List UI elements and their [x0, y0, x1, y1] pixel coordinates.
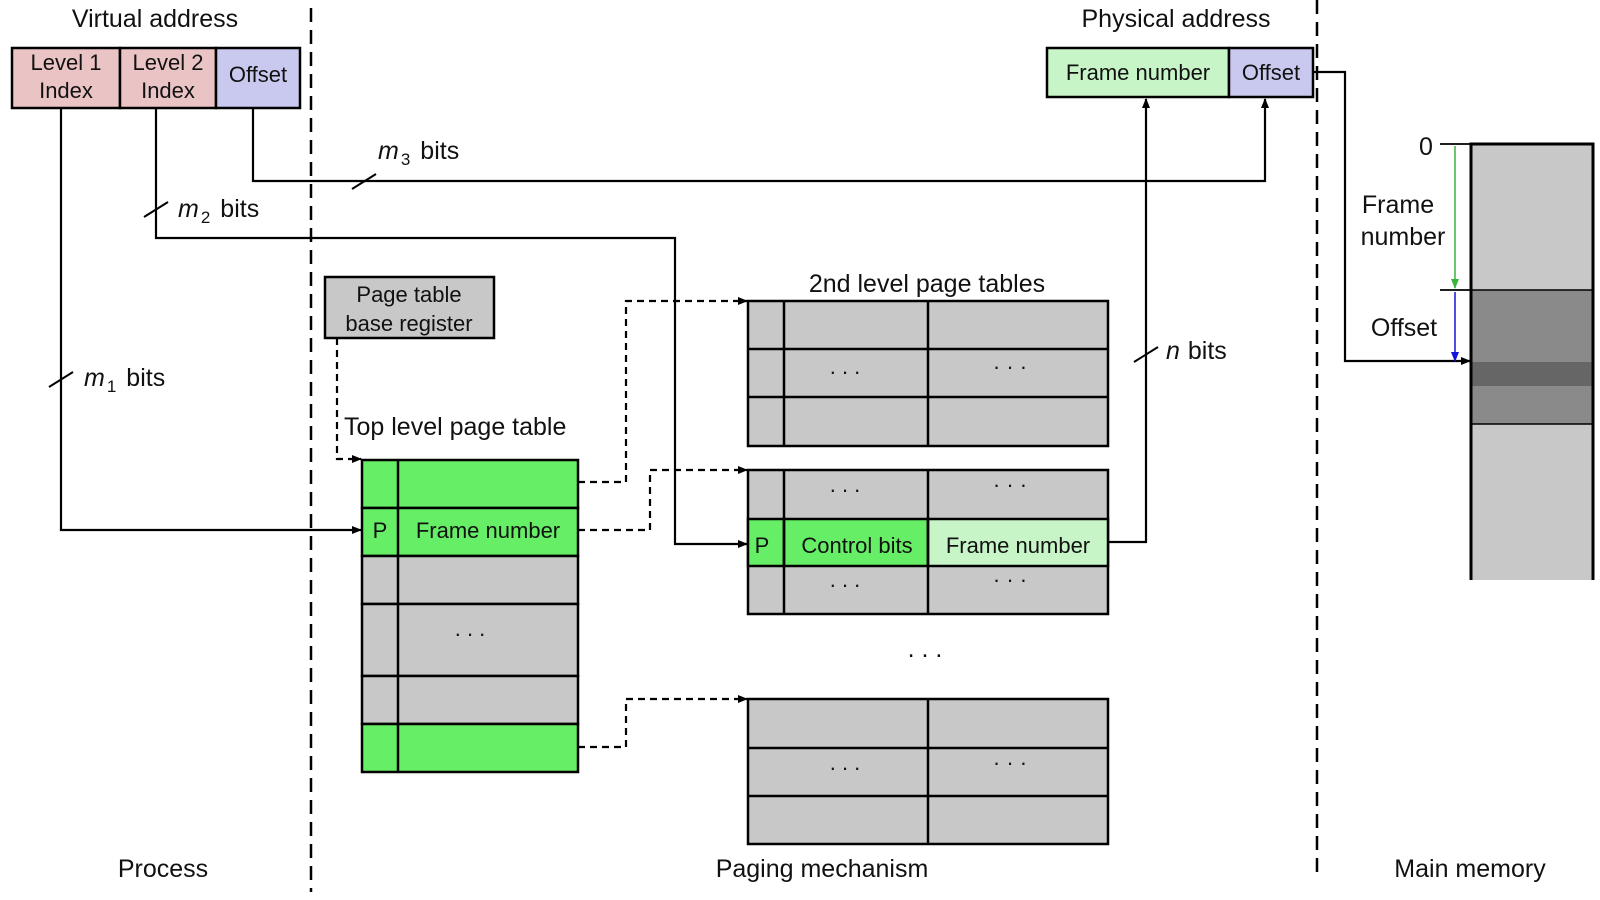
top-frame-number: Frame number	[416, 518, 560, 543]
top-row-3	[360, 554, 580, 606]
m2-tick	[143, 201, 169, 218]
top-row-1	[360, 458, 580, 510]
pa-offset-label: Offset	[1242, 60, 1300, 85]
table1-ellipsis-right: · · ·	[993, 354, 1027, 379]
pointer-to-table-2	[578, 466, 748, 532]
physical-address-title: Physical address	[1082, 5, 1271, 33]
level2-index-arrow-m2	[154, 108, 748, 548]
top-row-5	[360, 674, 580, 726]
memory-frame	[1471, 290, 1593, 424]
table2-ellipsis-bottom-left: . . .	[830, 567, 861, 592]
table2-ellipsis-top-right: · · ·	[993, 472, 1027, 497]
ptbr-label-2: base register	[345, 311, 472, 336]
frame-number-arrow-n	[1108, 98, 1150, 544]
table3-ellipsis-right: · · ·	[993, 750, 1027, 775]
memory-frame-label-1: Frame	[1362, 191, 1434, 219]
table3-ellipsis-left: . . .	[830, 750, 861, 775]
memory-offset-label: Offset	[1371, 314, 1437, 342]
pointer-to-table-3	[578, 695, 748, 749]
offset-arrow-m3	[251, 98, 1269, 183]
table2-frame-number: Frame number	[946, 533, 1090, 558]
section-paging-mechanism: Paging mechanism	[716, 855, 929, 883]
table2-present-cell	[746, 517, 786, 568]
physical-address-register: Frame number Offset	[1045, 46, 1315, 99]
section-main-memory: Main memory	[1394, 855, 1546, 883]
table2-ellipsis-top-left: . . .	[830, 472, 861, 497]
top-level-table-title: Top level page table	[344, 413, 566, 441]
table2-frame-number-cell	[926, 517, 1110, 568]
page-table-base-register: Page table base register	[323, 275, 496, 340]
pa-frame-number-label: Frame number	[1066, 60, 1210, 85]
ptbr-box	[323, 275, 496, 340]
second-level-tables-title: 2nd level page tables	[809, 270, 1045, 298]
memory-zero-label: 0	[1419, 133, 1433, 161]
table2-control-bits: Control bits	[801, 533, 912, 558]
level2-index-label-2: Index	[141, 78, 195, 103]
pointer-to-table-1	[578, 297, 748, 484]
main-memory	[1469, 142, 1595, 580]
level1-index-arrow-m1	[59, 108, 362, 534]
table2-ellipsis-bottom-right: · · ·	[993, 567, 1027, 592]
level2-index-label-1: Level 2	[133, 50, 204, 75]
ptbr-label-1: Page table	[356, 282, 461, 307]
virtual-address-title: Virtual address	[72, 5, 238, 33]
second-level-table-1: . . . · · ·	[746, 299, 1110, 448]
pa-offset-field	[1227, 46, 1315, 99]
second-level-table-2: . . . · · · P Control bits Frame number …	[746, 468, 1110, 616]
ptbr-arrow	[335, 338, 362, 463]
top-ellipsis: . . .	[455, 616, 486, 641]
section-process: Process	[118, 855, 208, 883]
m1-tick	[48, 371, 74, 388]
tables-between-ellipsis: . . .	[908, 635, 943, 663]
level1-index-field	[10, 46, 122, 110]
memory-target-word	[1471, 362, 1593, 386]
va-offset-field	[214, 46, 302, 110]
va-offset-label: Offset	[229, 62, 287, 87]
top-row-6	[360, 722, 580, 774]
memory-border	[1469, 142, 1595, 580]
level2-index-field	[118, 46, 218, 110]
virtual-address-register: Level 1 Index Level 2 Index Offset	[10, 46, 302, 110]
memory-frame-label-2: number	[1361, 223, 1446, 251]
level1-index-label-2: Index	[39, 78, 93, 103]
table1-ellipsis-left: . . .	[830, 354, 861, 379]
top-level-page-table: P Frame number . . .	[360, 458, 580, 774]
table2-present-bit: P	[755, 533, 770, 558]
top-present-bit: P	[373, 518, 388, 543]
level1-index-label-1: Level 1	[31, 50, 102, 75]
m3-tick	[351, 173, 377, 190]
n-tick	[1133, 346, 1159, 363]
physical-to-memory-arrow	[1313, 70, 1471, 365]
second-level-table-3: . . . · · ·	[746, 697, 1110, 846]
pa-frame-number-field	[1045, 46, 1231, 99]
